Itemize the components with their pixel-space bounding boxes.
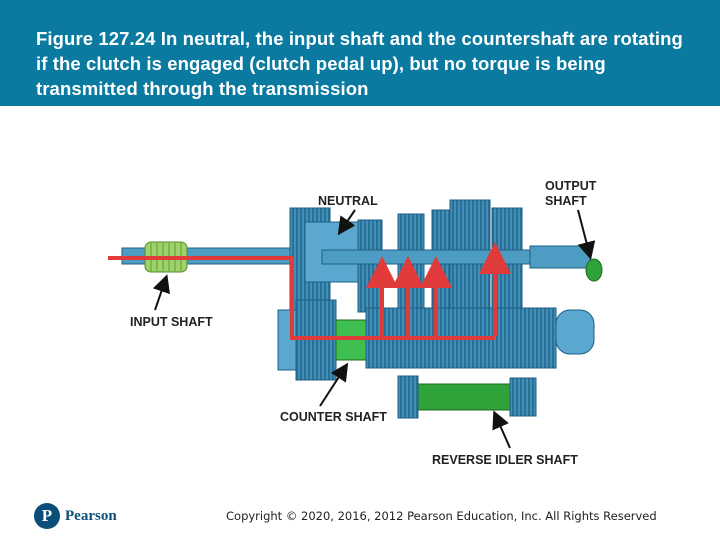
neutral-leader <box>337 209 356 236</box>
pearson-logo-text: Pearson <box>65 507 117 524</box>
countershaft-right-end <box>555 309 595 355</box>
copyright-text: Copyright © 2020, 2016, 2012 Pearson Edu… <box>226 509 657 523</box>
reverse-idler-gear-left <box>397 375 419 419</box>
title-bar: Figure 127.24 In neutral, the input shaf… <box>0 0 720 106</box>
reverse-idler-leader <box>492 410 511 449</box>
output-leader <box>577 209 596 260</box>
output-shaft-body <box>529 245 591 269</box>
counter-shaft-label: COUNTER SHAFT <box>280 410 387 424</box>
power-flow-path <box>108 256 495 340</box>
output-shaft-end <box>585 258 603 282</box>
output-label-line1: OUTPUT <box>545 179 597 193</box>
pearson-logo: P Pearson <box>34 503 117 529</box>
pearson-logo-icon: P <box>34 503 60 529</box>
gear-2 <box>397 213 425 319</box>
main-shaft <box>321 249 553 265</box>
slide-title: Figure 127.24 In neutral, the input shaf… <box>36 28 683 99</box>
reverse-idler-gear-right <box>509 377 537 417</box>
reverse-idler-label: REVERSE IDLER SHAFT <box>432 453 578 467</box>
neutral-label: NEUTRAL <box>318 194 378 208</box>
reverse-idler-shaft <box>415 383 527 411</box>
transmission-diagram: NEUTRAL OUTPUT SHAFT INPUT SHAFT COUNTER… <box>108 179 603 467</box>
counter-shaft-leader <box>319 362 349 407</box>
output-label-line2: SHAFT <box>545 194 587 208</box>
gear-1 <box>357 219 383 313</box>
input-shaft-leader <box>152 274 170 311</box>
input-shaft-label: INPUT SHAFT <box>130 315 213 329</box>
